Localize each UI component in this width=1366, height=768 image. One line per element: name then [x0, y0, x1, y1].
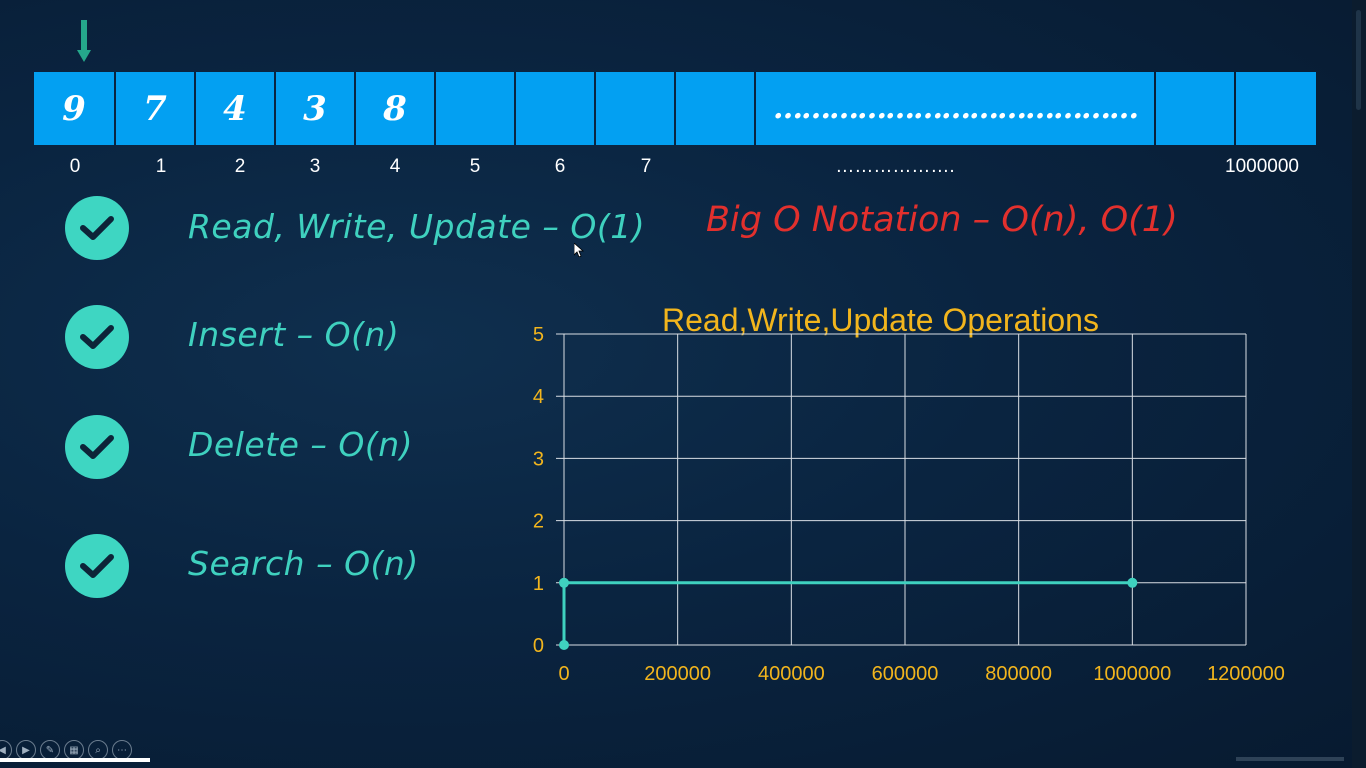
- scrollbar-thumb[interactable]: [1356, 10, 1361, 110]
- y-tick-label: 0: [533, 635, 544, 657]
- array-cell: 4: [196, 72, 274, 145]
- y-tick-label: 3: [533, 448, 544, 470]
- array-cell: [1236, 72, 1316, 145]
- array-cell: 3: [276, 72, 354, 145]
- array-index-label: 7: [640, 156, 652, 177]
- operations-chart: 0 200000 400000 600000 800000 1000000 1200000 0…: [533, 324, 1285, 685]
- array-index-label: 6: [554, 156, 566, 177]
- array-index-label: 1: [155, 156, 167, 177]
- array-cell: [1156, 72, 1234, 145]
- x-tick-label: 1200000: [1207, 663, 1285, 685]
- y-tick-label: 1: [533, 573, 544, 595]
- array-index-label: 4: [389, 156, 401, 177]
- series-line: [562, 581, 1133, 645]
- zoom-icon[interactable]: ⌕: [88, 740, 108, 760]
- mouse-cursor-icon: [574, 243, 584, 257]
- x-tick-label: 200000: [644, 663, 711, 685]
- data-point: [1127, 577, 1138, 588]
- array-index-label: 3: [309, 156, 321, 177]
- scrollbar[interactable]: [1352, 0, 1366, 768]
- data-point: [559, 577, 569, 588]
- x-tick-label: 1000000: [1093, 663, 1171, 685]
- array-index-label: 0: [69, 156, 81, 177]
- x-tick-label: 0: [558, 663, 569, 685]
- data-point: [559, 640, 569, 650]
- checklist-label: Search – O(n): [188, 544, 419, 583]
- progress-track: [1236, 757, 1344, 761]
- checkmark-icon: [65, 305, 129, 369]
- checkmark-icon: [65, 534, 129, 598]
- array-cell: [596, 72, 674, 145]
- slideshow-toolbar: ◀▶✎▦⌕⋯: [0, 740, 132, 760]
- array-index-label: 5: [469, 156, 481, 177]
- array-index-label: 1000000: [1225, 156, 1299, 177]
- y-tick-label: 4: [533, 386, 544, 408]
- y-tick-label: 5: [533, 324, 544, 346]
- array-index-label: ……………….: [835, 156, 955, 177]
- more-icon[interactable]: ⋯: [112, 740, 132, 760]
- chart-title: Read,Write,Update Operations: [662, 302, 1099, 338]
- array-index-label: 2: [234, 156, 246, 177]
- array-cell: 9: [34, 72, 114, 145]
- array-cell: 7: [116, 72, 194, 145]
- checkmark-icon: [65, 415, 129, 479]
- array-cell: 8: [356, 72, 434, 145]
- play-icon[interactable]: ▶: [16, 740, 36, 760]
- checklist-label: Insert – O(n): [188, 315, 400, 354]
- big-o-notation-text: Big O Notation – O(n), O(1): [706, 200, 1178, 240]
- array-cell: [516, 72, 594, 145]
- checkmark-icon: [65, 196, 129, 260]
- down-arrow-icon: [77, 20, 91, 62]
- x-tick-label: 600000: [872, 663, 939, 685]
- x-tick-label: 800000: [985, 663, 1052, 685]
- y-tick-label: 2: [533, 511, 544, 533]
- previous-icon[interactable]: ◀: [0, 740, 12, 760]
- checklist-label: Delete – O(n): [188, 425, 414, 464]
- pen-icon[interactable]: ✎: [40, 740, 60, 760]
- checklist-label: Read, Write, Update – O(1): [188, 207, 646, 246]
- array-cell: [436, 72, 514, 145]
- array-cell: …………………………………: [756, 72, 1154, 145]
- slideshow-progress-bar: [0, 758, 151, 762]
- slides-icon[interactable]: ▦: [64, 740, 84, 760]
- x-tick-label: 400000: [758, 663, 825, 685]
- array-cell: [676, 72, 754, 145]
